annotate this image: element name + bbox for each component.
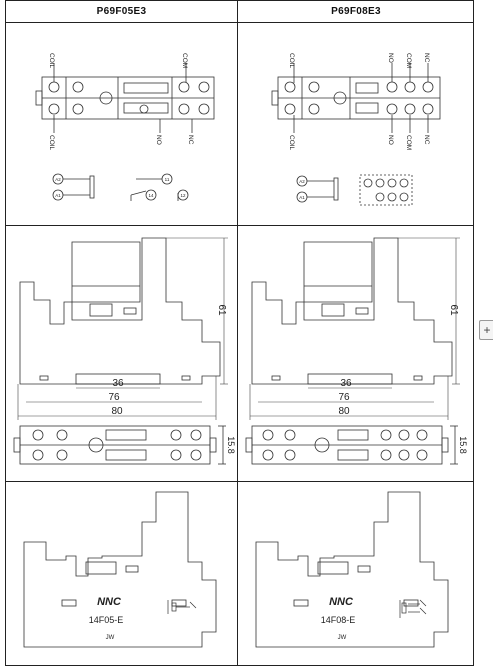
brand-logo: NNC <box>329 596 354 608</box>
side-label-right: NNC 14F08-E JW <box>255 491 449 648</box>
row-divider-2 <box>6 481 473 482</box>
label-nc-bottom: NC <box>187 135 194 145</box>
header-right: P69F08E3 <box>331 6 381 17</box>
dim-depth: 15.8 <box>458 436 468 454</box>
sch-a1: A1 <box>299 195 305 200</box>
label-nc-top: NC <box>423 53 430 63</box>
row-divider-1 <box>6 225 473 226</box>
drawing-sheet: P69F05E3 P69F08E3 <box>5 0 474 666</box>
sch-a2: A2 <box>55 177 61 182</box>
wiring-diagram-left: COIL COM COIL NO NC A2 A1 11 14 12 <box>35 53 215 201</box>
header-divider <box>6 22 473 23</box>
model-label: 14F05-E <box>89 615 124 625</box>
label-nc-bottom: NC <box>423 135 430 145</box>
sch-12: 12 <box>180 193 186 198</box>
label-coil-top: COIL <box>288 53 295 69</box>
side-label-left: NNC 14F05-E JW <box>23 491 217 648</box>
label-coil-bottom: COIL <box>48 135 55 151</box>
sch-a2: A2 <box>299 179 305 184</box>
label-no-top: NO <box>387 53 394 63</box>
dim-mid: 76 <box>338 392 350 403</box>
dim-height: 61 <box>216 304 227 316</box>
maker-label: JW <box>338 635 347 641</box>
brand-logo: NNC <box>97 596 122 608</box>
label-no-bottom: NO <box>155 135 162 145</box>
dimension-drawing-right: 61 36 76 80 15.8 <box>245 237 468 465</box>
label-com-top: COM <box>405 53 412 68</box>
label-coil-top: COIL <box>48 53 55 69</box>
dimension-drawing-left: 61 36 76 80 15.8 <box>13 237 236 465</box>
model-label: 14F08-E <box>321 615 356 625</box>
maker-label: JW <box>106 635 115 641</box>
dim-mid: 76 <box>108 392 120 403</box>
dim-outer: 80 <box>111 406 123 417</box>
sch-11: 11 <box>165 177 170 182</box>
dim-height: 61 <box>448 304 459 316</box>
sch-14: 14 <box>148 193 154 198</box>
label-coil-bottom: COIL <box>288 135 295 151</box>
dim-inner: 36 <box>112 378 124 389</box>
sch-a1: A1 <box>55 193 61 198</box>
dim-depth: 15.8 <box>226 436 236 454</box>
header-left: P69F05E3 <box>96 6 147 17</box>
dim-inner: 36 <box>340 378 352 389</box>
label-no-bottom: NO <box>387 135 394 145</box>
expand-button[interactable]: + <box>479 320 493 340</box>
column-divider <box>237 1 238 665</box>
label-com-bottom: COM <box>405 135 412 150</box>
label-com-top: COM <box>181 53 188 68</box>
wiring-diagram-right: COIL NO COM NC COIL NO COM NC A2 A1 <box>271 53 441 206</box>
dim-outer: 80 <box>338 406 350 417</box>
